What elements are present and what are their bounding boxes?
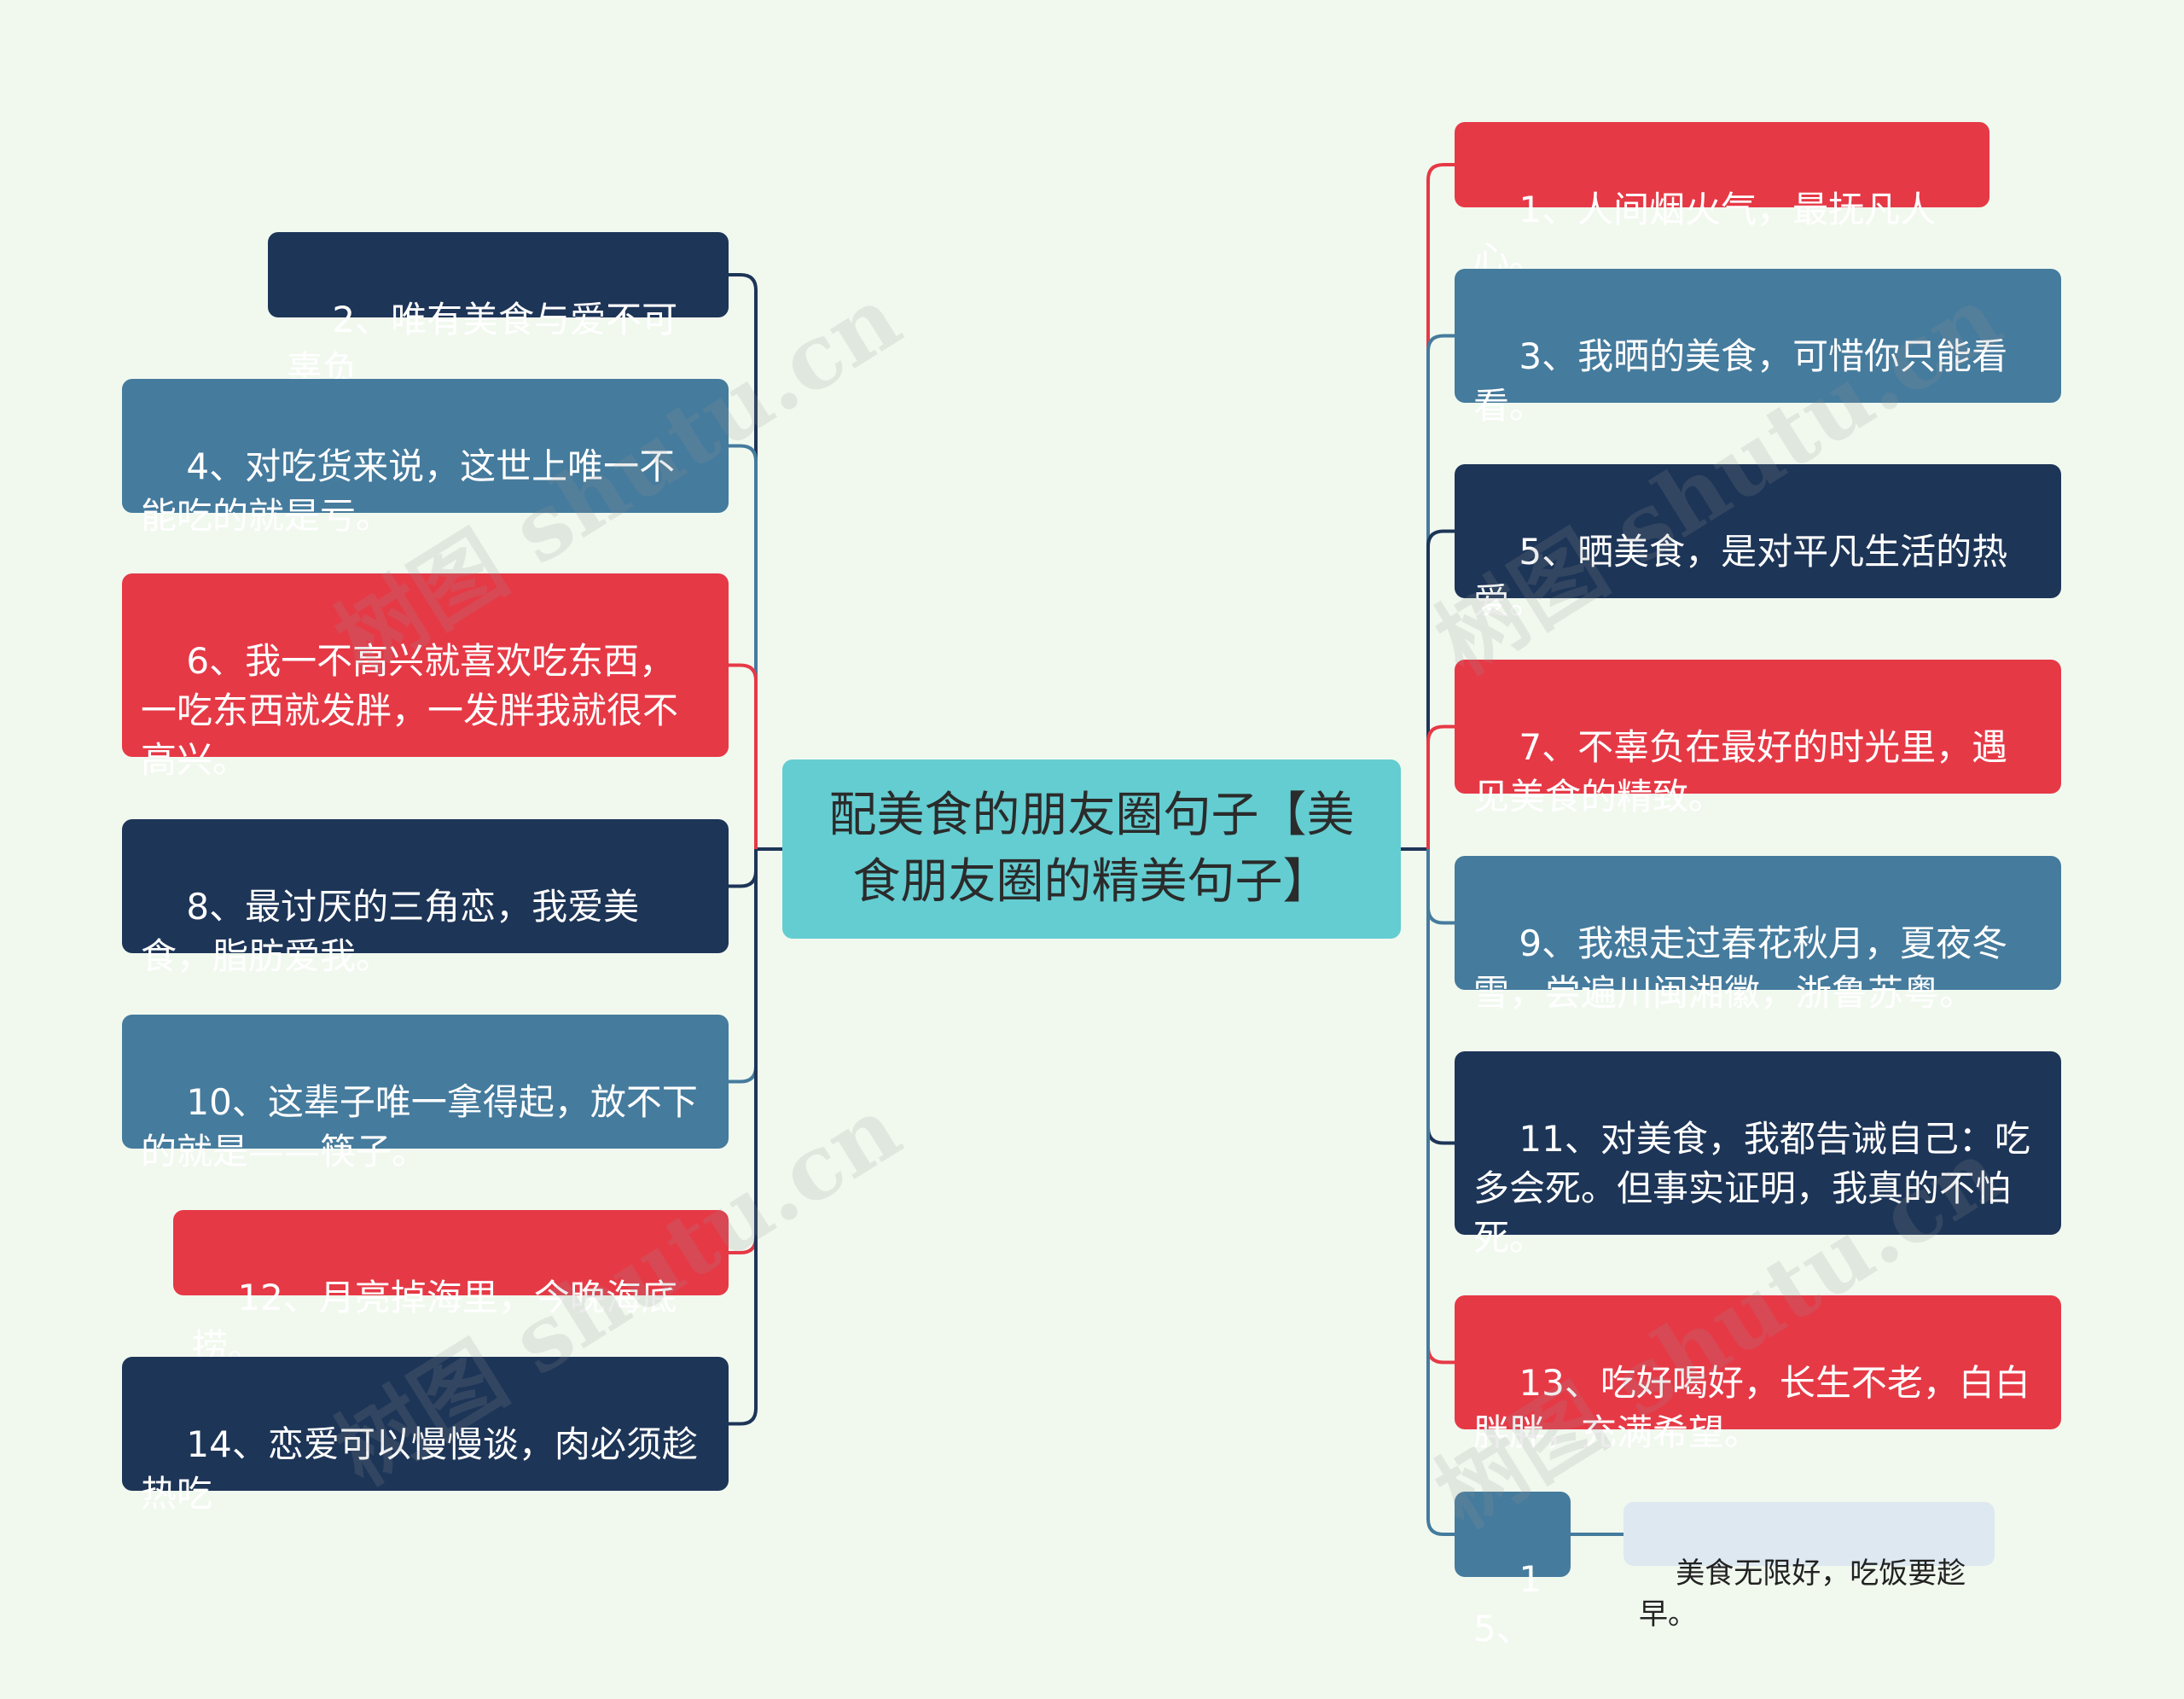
connector-right-4 [1426,849,1455,925]
connector-right-2 [1426,529,1455,849]
right-node-1[interactable]: 1、人间烟火气，最抚凡人心。 [1455,122,1989,280]
connector-left-5 [729,849,758,1254]
left-node-label: 12、月亮掉海里，今晚海底捞。 [192,1277,677,1368]
leaf-node-label: 美食无限好，吃饭要趁早。 [1639,1556,1966,1632]
left-node-label: 14、恋爱可以慢慢谈，肉必须趁热吃 [141,1423,698,1515]
left-node-label: 8、最讨厌的三角恋，我爱美食，脂肪爱我。 [141,886,640,977]
connector-left-0 [729,273,758,849]
right-node-3[interactable]: 3、我晒的美食，可惜你只能看看。 [1455,269,2061,427]
left-node-14[interactable]: 14、恋爱可以慢慢谈，肉必须趁热吃 [122,1357,729,1515]
connector-left-6 [729,849,758,1426]
right-node-5[interactable]: 5、晒美食，是对平凡生活的热爱。 [1455,464,2061,622]
right-node-13[interactable]: 13、吃好喝好，长生不老，白白胖胖，充满希望。 [1455,1295,2061,1453]
right-node-15[interactable]: 15、 [1455,1492,1571,1650]
right-node-11[interactable]: 11、对美食，我都告诫自己：吃多会死。但事实证明，我真的不怕死。 [1455,1051,2061,1259]
connector-left-2 [729,663,758,849]
right-node-label: 3、我晒的美食，可惜你只能看看。 [1473,335,2008,427]
left-node-4[interactable]: 4、对吃货来说，这世上唯一不能吃的就是亏。 [122,379,729,537]
connector-left-1 [729,444,758,849]
left-node-2[interactable]: 2、唯有美食与爱不可辜负 [268,232,729,390]
right-node-label: 1、人间烟火气，最抚凡人心。 [1473,189,1937,280]
right-node-7[interactable]: 7、不辜负在最好的时光里，遇见美食的精致。 [1455,660,2061,817]
right-node-9[interactable]: 9、我想走过春花秋月，夏夜冬雪，尝遍川闽湘徽，浙鲁苏粤。 [1455,856,2061,1014]
left-node-12[interactable]: 12、月亮掉海里，今晚海底捞。 [173,1210,729,1368]
right-node-label: 5、晒美食，是对平凡生活的热爱。 [1473,531,2008,622]
center-topic[interactable]: 配美食的朋友圈句子【美食朋友圈的精美句子】 [782,759,1401,939]
left-node-label: 4、对吃货来说，这世上唯一不能吃的就是亏。 [141,445,676,537]
left-node-10[interactable]: 10、这辈子唯一拿得起，放不下的就是——筷子。 [122,1015,729,1172]
connector-left-3 [729,849,758,888]
left-node-8[interactable]: 8、最讨厌的三角恋，我爱美食，脂肪爱我。 [122,819,729,977]
left-node-label: 10、这辈子唯一拿得起，放不下的就是——筷子。 [141,1081,698,1172]
connector-right-3 [1426,724,1455,849]
right-node-label: 9、我想走过春花秋月，夏夜冬雪，尝遍川闽湘徽，浙鲁苏粤。 [1473,922,2008,1014]
left-node-6[interactable]: 6、我一不高兴就喜欢吃东西，一吃东西就发胖，一发胖我就很不高兴。 [122,573,729,781]
connector-right-5 [1426,849,1455,1145]
connector-right-7 [1426,849,1455,1536]
right-node-label: 11、对美食，我都告诫自己：吃多会死。但事实证明，我真的不怕死。 [1473,1118,2030,1259]
leaf-node-15-detail[interactable]: 美食无限好，吃饭要趁早。 [1623,1502,1995,1632]
connector-right-6 [1426,849,1455,1364]
left-node-label: 6、我一不高兴就喜欢吃东西，一吃东西就发胖，一发胖我就很不高兴。 [141,640,679,781]
right-node-label: 7、不辜负在最好的时光里，遇见美食的精致。 [1473,726,2008,817]
right-node-label: 15、 [1473,1558,1542,1650]
connector-right-0 [1426,163,1455,849]
right-node-label: 13、吃好喝好，长生不老，白白胖胖，充满希望。 [1473,1362,2030,1453]
center-topic-label: 配美食的朋友圈句子【美食朋友圈的精美句子】 [828,788,1355,910]
connector-right-1 [1426,334,1455,849]
